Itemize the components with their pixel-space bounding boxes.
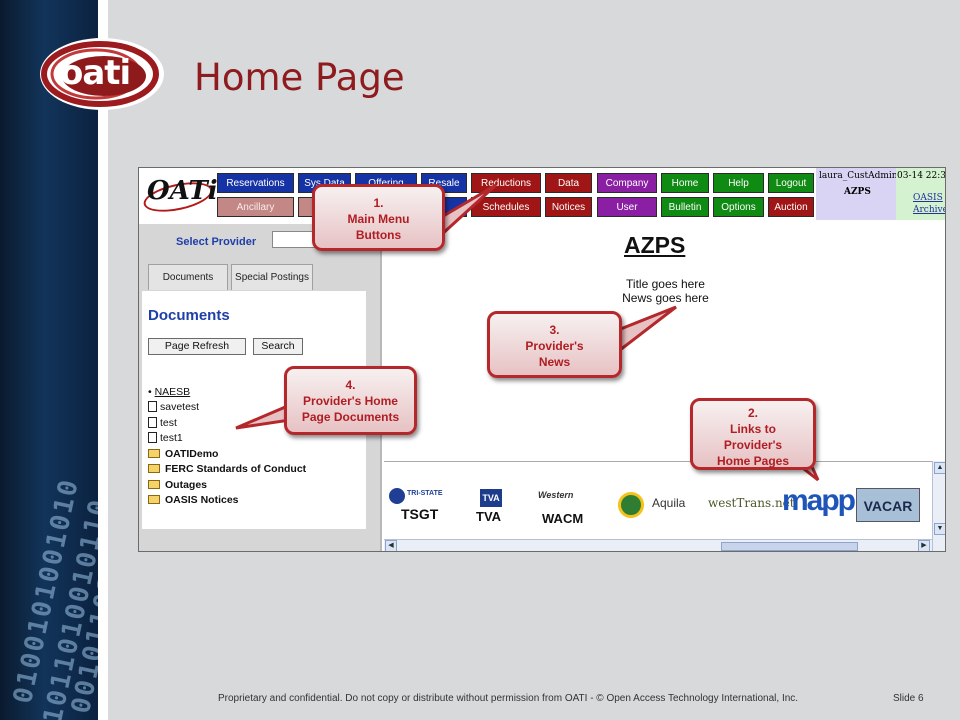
menu-company[interactable]: Company	[597, 173, 657, 193]
file-icon	[148, 401, 157, 412]
search-button[interactable]: Search	[253, 338, 303, 355]
menu-data[interactable]: Data	[545, 173, 592, 193]
slide-number: Slide 6	[893, 693, 924, 704]
user-company: AZPS	[844, 187, 871, 197]
page-title: Home Page	[194, 56, 405, 99]
menu-auction[interactable]: Auction	[768, 197, 814, 217]
list-item[interactable]: Outages	[148, 479, 207, 491]
file-icon	[148, 432, 157, 443]
vertical-scrollbar[interactable]: ▲ ▼	[932, 461, 945, 551]
menu-schedules[interactable]: Schedules	[471, 197, 541, 217]
oati-app-logo: OATi	[139, 168, 218, 220]
menu-reductions[interactable]: Reductions	[471, 173, 541, 193]
wacm-logo[interactable]: Western WACM	[538, 490, 584, 526]
folder-icon	[148, 495, 160, 504]
clock-time: 03-14 22:38	[897, 171, 946, 181]
menu-ancillary[interactable]: Ancillary	[217, 197, 294, 217]
list-item[interactable]: test1	[148, 432, 183, 444]
folder-icon	[148, 480, 160, 489]
menu-help[interactable]: Help	[713, 173, 764, 193]
menu-logout[interactable]: Logout	[768, 173, 814, 193]
scroll-left-icon[interactable]: ◀	[385, 540, 397, 551]
list-item[interactable]: • NAESB	[148, 386, 191, 398]
callout-main-menu: 1. Main Menu Buttons	[312, 184, 445, 251]
title-line: Title goes here	[626, 277, 705, 291]
folder-icon	[148, 464, 160, 473]
menu-home[interactable]: Home	[661, 173, 709, 193]
scroll-down-icon[interactable]: ▼	[934, 523, 945, 535]
folder-icon	[148, 449, 160, 458]
mapp-logo[interactable]: mapp	[782, 484, 856, 517]
callout-provider-news: 3. Provider's News	[487, 311, 622, 378]
documents-heading: Documents	[148, 307, 230, 324]
divider	[98, 0, 108, 720]
horizontal-scrollbar[interactable]: ◀ ▶	[384, 539, 932, 551]
menu-options[interactable]: Options	[713, 197, 764, 217]
vacar-logo[interactable]: VACAR	[856, 484, 922, 528]
westtrans-logo[interactable]: westTrans.net	[708, 496, 795, 510]
provider-logos-strip: TRI-STATE TSGT TVA TVA Western WACM Aqui…	[384, 461, 945, 551]
menu-user[interactable]: User	[597, 197, 657, 217]
news-text: Title goes here News goes here	[384, 277, 945, 305]
tab-special-postings[interactable]: Special Postings	[231, 264, 313, 290]
logo-text: oati	[60, 53, 131, 93]
documents-panel: Select Provider Documents Special Postin…	[139, 224, 382, 551]
oasis-archive-link[interactable]: OASIS Archive	[913, 193, 946, 215]
callout-provider-documents: 4. Provider's Home Page Documents	[284, 366, 417, 435]
select-provider-label: Select Provider	[176, 236, 257, 248]
news-line: News goes here	[622, 291, 709, 305]
page-refresh-button[interactable]: Page Refresh	[148, 338, 246, 355]
tab-documents[interactable]: Documents	[148, 264, 228, 290]
oati-logo	[38, 36, 166, 112]
file-icon	[148, 417, 157, 428]
footer-text: Proprietary and confidential. Do not cop…	[218, 693, 799, 704]
tsgt-logo[interactable]: TRI-STATE TSGT	[387, 484, 451, 528]
user-name: laura_CustAdmin	[819, 171, 898, 181]
menu-notices[interactable]: Notices	[545, 197, 592, 217]
scroll-thumb[interactable]	[721, 542, 858, 551]
list-item[interactable]: OASIS Notices	[148, 494, 239, 506]
list-item[interactable]: test	[148, 417, 177, 429]
scroll-right-icon[interactable]: ▶	[918, 540, 930, 551]
user-info: laura_CustAdmin AZPS	[816, 168, 898, 220]
provider-news-panel: AZPS Title goes here News goes here	[384, 224, 945, 461]
list-item[interactable]: savetest	[148, 401, 199, 413]
provider-title: AZPS	[624, 232, 686, 258]
menu-reservations[interactable]: Reservations	[217, 173, 294, 193]
time-info: 03-14 22:38 OASIS Archive	[896, 168, 946, 220]
list-item[interactable]: OATIDemo	[148, 448, 218, 460]
tva-logo[interactable]: TVA TVA	[474, 484, 514, 528]
binary-code-decoration: 0100101001010 1011010010110 001011010010…	[0, 0, 98, 720]
app-screenshot: OATi Reservations Sys Data Offering Resa…	[138, 167, 946, 552]
aquila-logo[interactable]: Aquila	[616, 484, 691, 528]
list-item[interactable]: FERC Standards of Conduct	[148, 463, 306, 475]
menu-bulletin[interactable]: Bulletin	[661, 197, 709, 217]
callout-provider-links: 2. Links to Provider's Home Pages	[690, 398, 816, 470]
scroll-up-icon[interactable]: ▲	[934, 462, 945, 474]
